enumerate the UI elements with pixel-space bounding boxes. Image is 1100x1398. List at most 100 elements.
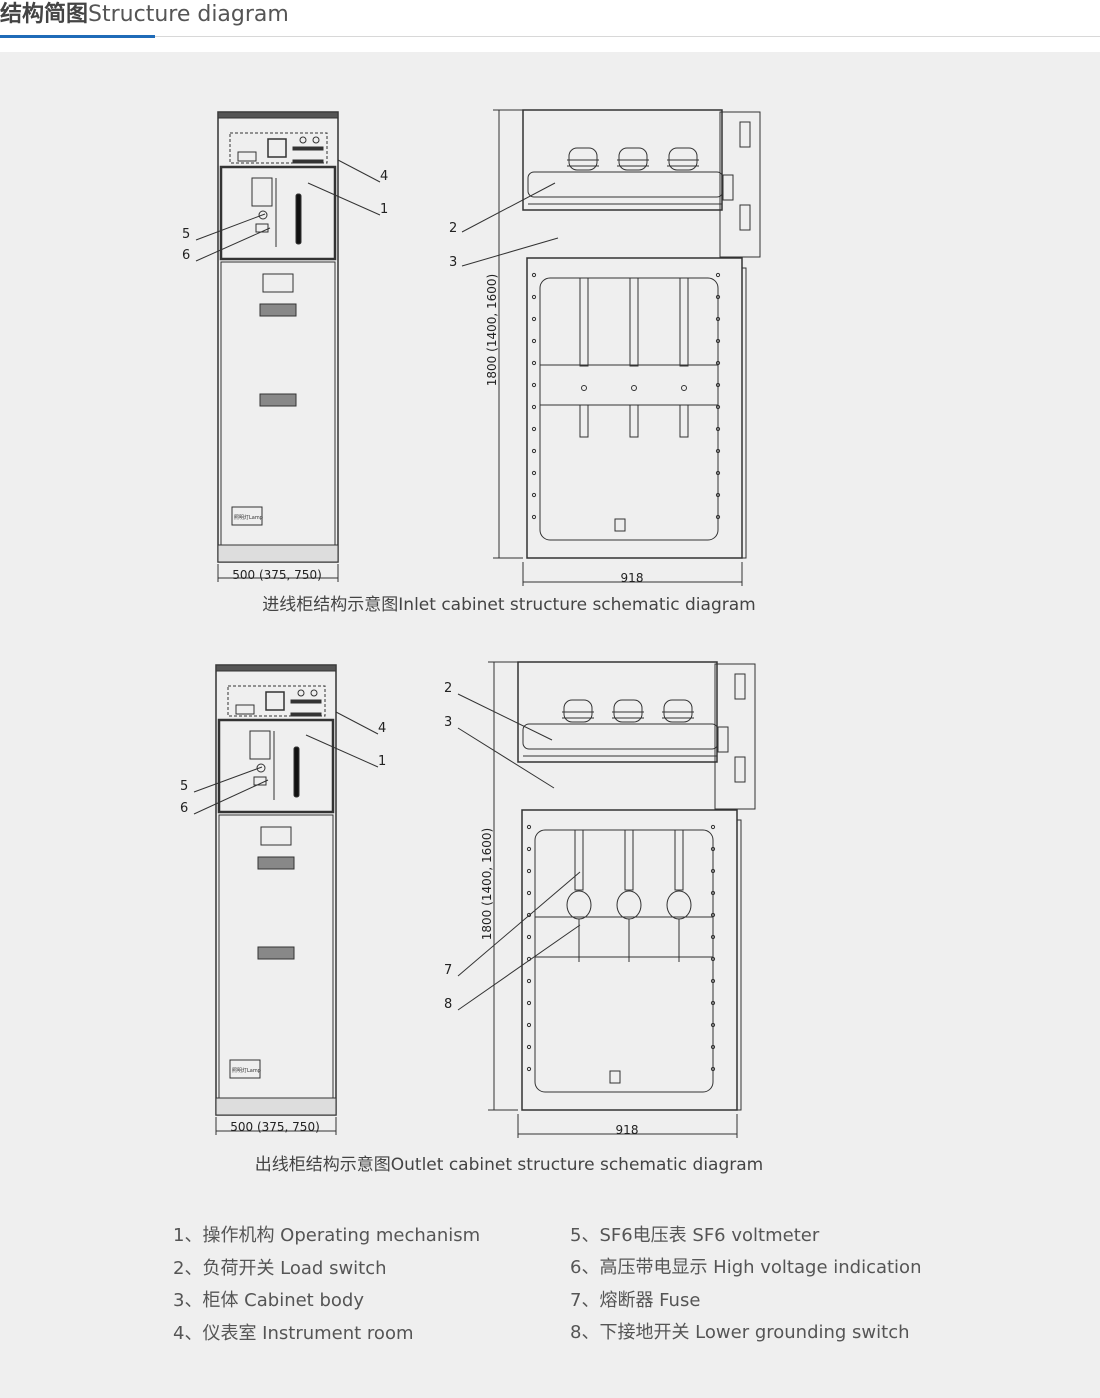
rivet — [710, 978, 716, 984]
rivet — [526, 890, 532, 896]
rivet — [531, 404, 537, 410]
rivet — [715, 448, 721, 454]
rivet — [526, 912, 532, 918]
upper-box — [522, 109, 723, 211]
legend-item-8: 8、下接地开关 Lower grounding switch — [570, 1322, 910, 1343]
box-window — [722, 174, 734, 201]
rivet — [531, 272, 537, 278]
switch-bar — [290, 699, 322, 704]
callout-3: 3 — [444, 715, 452, 730]
rivet — [531, 360, 537, 366]
leader-line — [193, 779, 269, 815]
leader-line — [193, 766, 263, 793]
rivet — [526, 978, 532, 984]
callout-3: 3 — [449, 255, 457, 270]
lamp-label: 照明灯Lamp — [232, 1067, 261, 1074]
load-switch — [522, 723, 719, 750]
indicator — [312, 136, 320, 144]
rivet — [526, 846, 532, 852]
inner-frame — [539, 277, 719, 541]
callout-1: 1 — [380, 202, 388, 217]
switch-bar — [292, 146, 324, 151]
callout-1: 1 — [378, 754, 386, 769]
rivet — [710, 934, 716, 940]
phase-bar — [679, 277, 689, 367]
rivet — [715, 470, 721, 476]
operating-handle — [295, 193, 302, 245]
phase-bar — [674, 829, 684, 891]
box-window — [717, 726, 729, 753]
rivet — [526, 1066, 532, 1072]
lamp-box — [231, 506, 263, 526]
window — [262, 273, 294, 293]
outlet-cabinet-diagram: 照明灯Lamp — [193, 661, 756, 1138]
box-window — [739, 121, 751, 148]
rivet — [531, 470, 537, 476]
sf6-voltmeter-icon — [256, 763, 266, 773]
phase-bar — [579, 277, 589, 367]
callout-2: 2 — [444, 681, 452, 696]
depth-dimension: 918 — [621, 571, 644, 585]
legend-item-4: 4、仪表室 Instrument room — [173, 1323, 414, 1344]
indicator — [299, 136, 307, 144]
mechanism-label — [249, 730, 271, 760]
callout-4: 4 — [380, 169, 388, 184]
box-window — [734, 756, 746, 783]
leader-line — [457, 727, 555, 789]
header-accent-bar — [0, 35, 155, 38]
rivet — [531, 382, 537, 388]
instrument-room — [227, 685, 326, 717]
callout-6: 6 — [180, 801, 188, 816]
voltmeter-gauge — [265, 691, 285, 711]
base — [215, 1097, 337, 1116]
rivet — [531, 426, 537, 432]
vent-grille — [257, 946, 295, 960]
top-frame — [215, 664, 337, 672]
rivet — [710, 912, 716, 918]
mechanism-label — [251, 177, 273, 207]
rivet — [531, 338, 537, 344]
bushing — [568, 147, 598, 171]
section-header: 结构简图Structure diagram — [0, 0, 1100, 52]
rivet — [715, 404, 721, 410]
callout-7: 7 — [444, 963, 452, 978]
top-frame — [217, 111, 339, 119]
leader-line — [195, 227, 271, 262]
lamp-label: 照明灯Lamp — [234, 514, 263, 521]
outlet-caption: 出线柜结构示意图Outlet cabinet structure schemat… — [255, 1155, 763, 1175]
height-dimension: 1800 (1400, 1600) — [485, 274, 499, 386]
rivet — [526, 824, 532, 830]
rivet — [531, 492, 537, 498]
fuse-icon — [566, 890, 592, 920]
rivet — [710, 1000, 716, 1006]
section-title: 结构简图Structure diagram — [0, 0, 289, 28]
leader-line — [457, 871, 581, 977]
earth-terminal — [609, 1070, 621, 1084]
display — [237, 151, 257, 162]
phase-bar — [579, 404, 589, 438]
bus-bar-band — [534, 916, 714, 958]
legend-item-3: 3、柜体 Cabinet body — [173, 1290, 364, 1311]
rivet — [715, 514, 721, 520]
fuse-icon — [616, 890, 642, 920]
width-dimension: 500 (375, 750) — [230, 1120, 320, 1134]
rivet — [710, 890, 716, 896]
rivet — [531, 514, 537, 520]
mechanism-panel — [219, 165, 337, 261]
vent-grille — [259, 303, 297, 317]
rivet — [715, 338, 721, 344]
rivet — [531, 448, 537, 454]
rivet — [526, 1044, 532, 1050]
leader-line — [461, 237, 559, 267]
rivet — [710, 868, 716, 874]
rivet — [526, 1022, 532, 1028]
rivet — [710, 1044, 716, 1050]
rivet — [710, 1066, 716, 1072]
bolt — [581, 385, 587, 391]
callout-5: 5 — [182, 227, 190, 242]
vent-grille — [257, 856, 295, 870]
leader-line — [305, 734, 379, 768]
rivet — [715, 382, 721, 388]
bolt — [681, 385, 687, 391]
